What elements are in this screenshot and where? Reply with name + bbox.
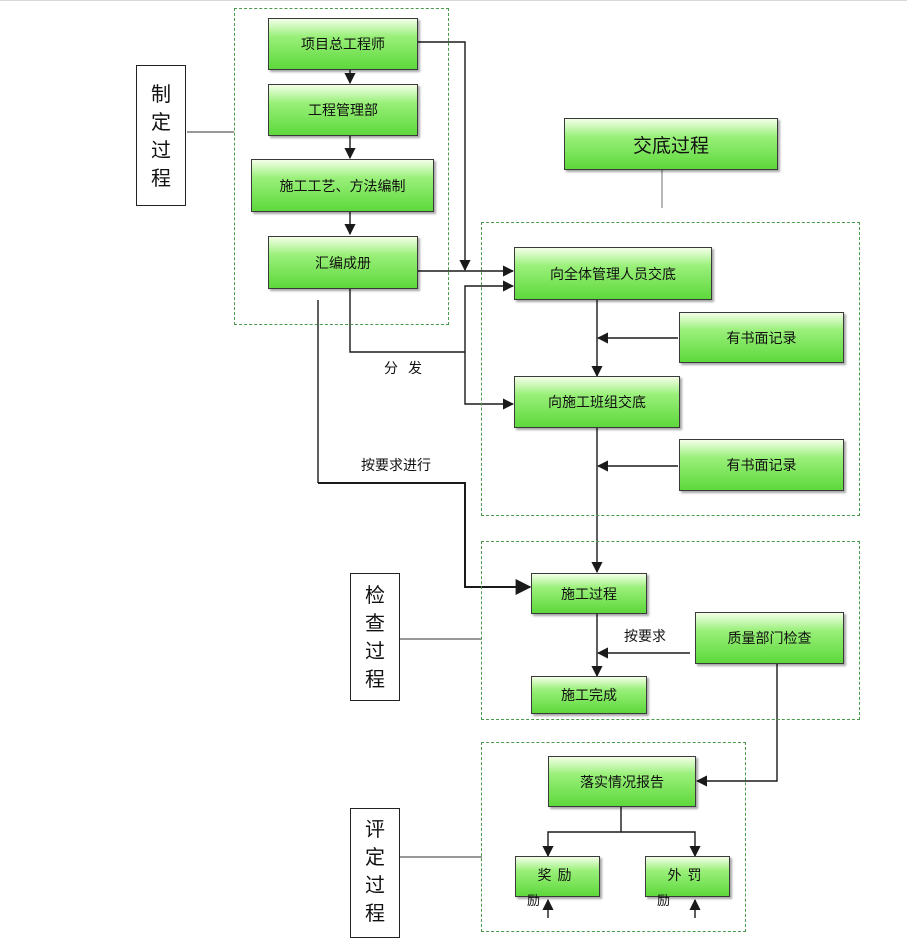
box-brief-work-teams: 向施工班组交底 — [514, 376, 680, 428]
box-compile-volume: 汇编成册 — [268, 236, 418, 289]
stage-formulate: 制 定 过 程 — [136, 65, 186, 206]
arrow-chief-down — [418, 41, 471, 272]
arrow-distribute-up — [464, 280, 515, 352]
arrow-quality-to-report — [695, 664, 778, 787]
box-written-record-1: 有书面记录 — [679, 312, 844, 363]
box-engineering-dept: 工程管理部 — [268, 84, 418, 136]
box-reward: 奖励 — [515, 856, 600, 897]
stage-formulate-char-3: 过 — [151, 137, 171, 162]
box-construction-done: 施工完成 — [531, 676, 647, 714]
line-report-split-right — [621, 831, 701, 858]
reward-tail-text: 励 — [527, 894, 541, 909]
stage-inspect-char-2: 查 — [365, 611, 385, 635]
stage-evaluate-char-2: 定 — [365, 845, 385, 869]
line-distribute — [349, 289, 465, 353]
note-distribute: 分发 — [384, 361, 432, 377]
arrow-as-required — [318, 482, 532, 595]
top-rule — [0, 0, 907, 1]
box-implementation-report: 落实情况报告 — [548, 756, 696, 807]
arrow-distribute-down — [464, 352, 515, 410]
group-handover — [481, 222, 860, 516]
box-method-compile: 施工工艺、方法编制 — [251, 159, 434, 212]
stage-evaluate-char-3: 过 — [365, 873, 385, 897]
group-inspect — [481, 541, 860, 720]
stage-formulate-char-1: 制 — [151, 81, 171, 106]
stage-inspect-char-3: 过 — [365, 639, 385, 663]
box-construction-process: 施工过程 — [531, 573, 647, 614]
box-quality-check: 质量部门检查 — [695, 612, 844, 664]
note-as-required-proceed: 按要求进行 — [361, 458, 431, 474]
box-handover-process: 交底过程 — [564, 118, 778, 170]
stage-inspect-char-4: 程 — [365, 667, 385, 691]
stage-inspect: 检 查 过 程 — [350, 573, 400, 701]
stage-evaluate: 评 定 过 程 — [350, 808, 400, 938]
box-written-record-2: 有书面记录 — [679, 439, 844, 491]
stage-evaluate-char-1: 评 — [365, 817, 385, 841]
stage-inspect-char-1: 检 — [365, 583, 385, 607]
box-project-chief-engineer: 项目总工程师 — [268, 18, 418, 70]
box-brief-all-managers: 向全体管理人员交底 — [514, 247, 712, 300]
line-report-split — [542, 807, 622, 858]
punishment-tail-text: 励 — [657, 894, 671, 909]
stage-formulate-char-2: 定 — [151, 109, 171, 134]
group-formulate — [234, 8, 449, 325]
connector-layer — [187, 41, 778, 918]
stage-evaluate-char-4: 程 — [365, 901, 385, 925]
stage-formulate-char-4: 程 — [151, 165, 171, 190]
note-as-required: 按要求 — [624, 629, 666, 645]
box-punishment: 外罚 — [645, 856, 730, 897]
